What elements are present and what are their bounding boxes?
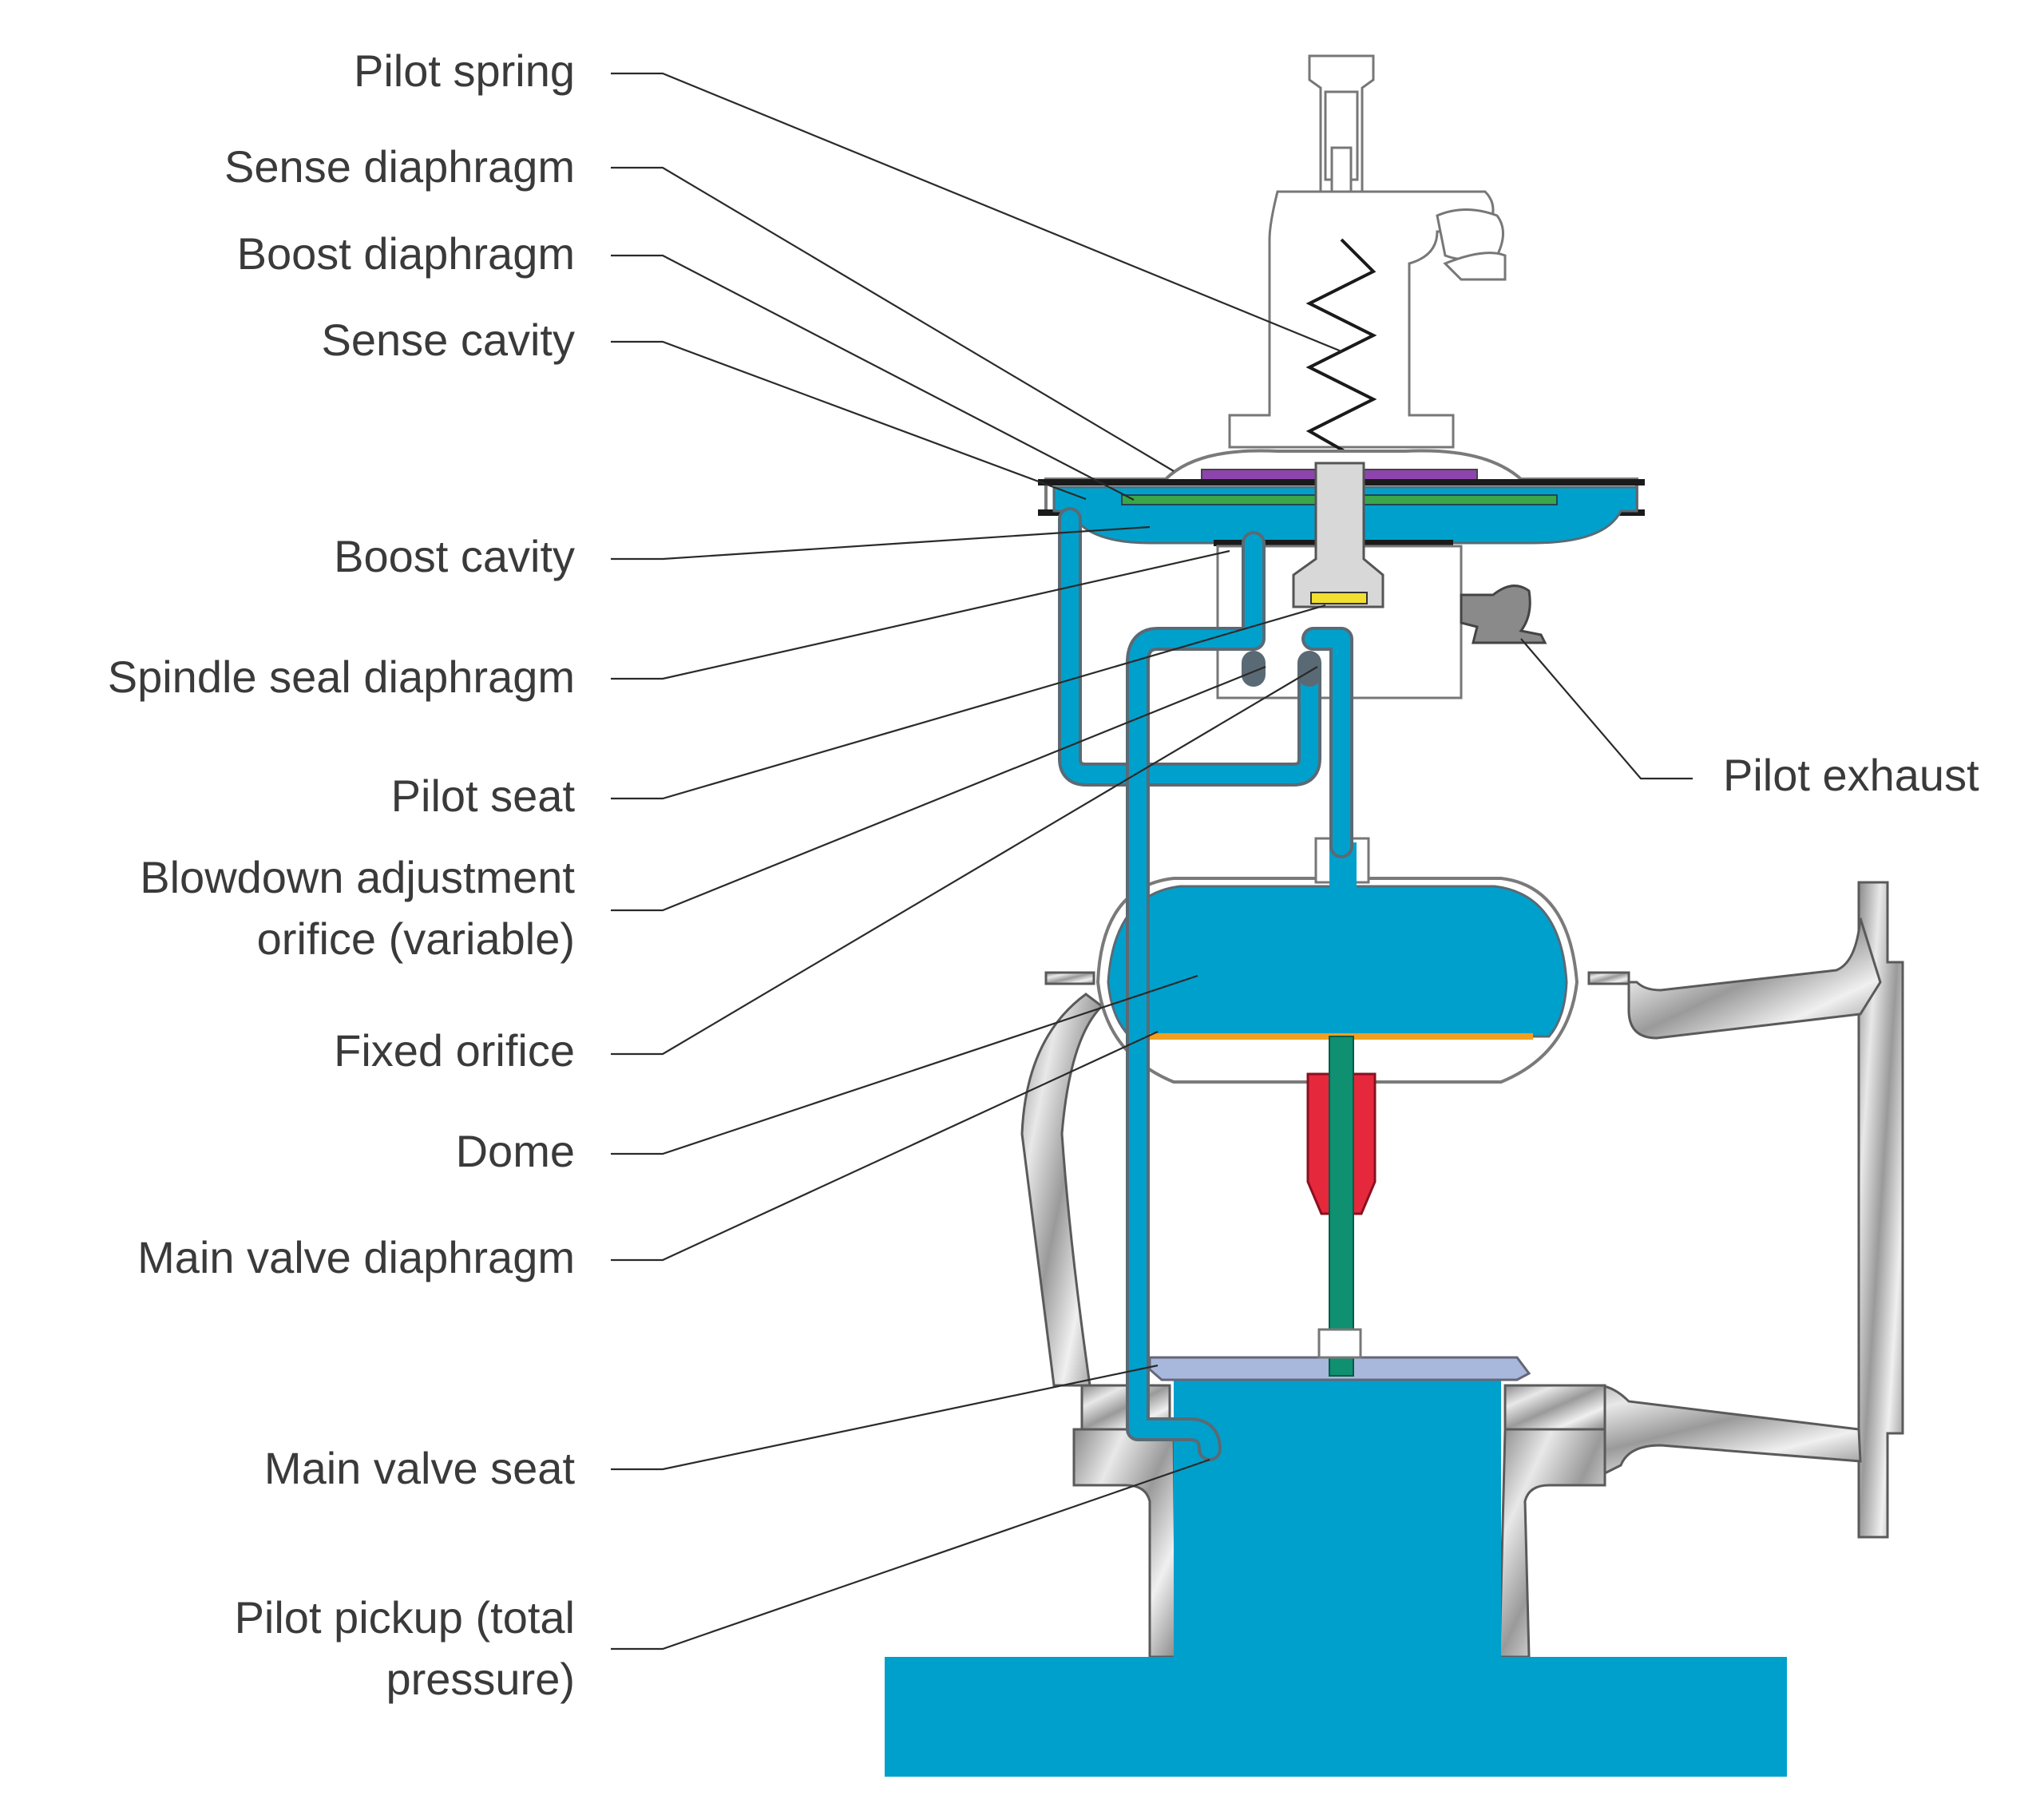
label-blowdown-line2: orifice (variable) (257, 913, 575, 964)
leader-lines (611, 72, 1693, 1651)
label-main-valve-seat: Main valve seat (264, 1443, 576, 1493)
dome-fluid (1107, 885, 1568, 1038)
label-pilot-pickup-line1: Pilot pickup (total (235, 1592, 575, 1643)
label-fixed-orifice: Fixed orifice (334, 1025, 575, 1076)
label-pilot-pickup-line2: pressure) (386, 1654, 575, 1704)
inlet-pipe (885, 1657, 1787, 1777)
label-spindle-seal-diaphragm: Spindle seal diaphragm (108, 652, 575, 702)
label-pilot-seat: Pilot seat (391, 771, 576, 821)
pilot-body (1038, 54, 1645, 699)
pilot-seat (1310, 592, 1368, 604)
label-sense-cavity: Sense cavity (322, 315, 576, 365)
label-sense-diaphragm: Sense diaphragm (224, 141, 575, 192)
main-valve-spindle (1329, 1036, 1354, 1377)
label-dome: Dome (456, 1126, 575, 1176)
callout-labels: Pilot spring Sense diaphragm Boost diaph… (108, 46, 576, 1704)
label-pilot-spring: Pilot spring (354, 46, 575, 96)
label-boost-diaphragm: Boost diaphragm (237, 228, 575, 279)
label-pilot-exhaust: Pilot exhaust (1723, 750, 1979, 800)
label-blowdown-line1: Blowdown adjustment (140, 852, 575, 902)
pilot-tubing (1058, 507, 1353, 1461)
label-main-valve-diaphragm: Main valve diaphragm (137, 1232, 575, 1282)
nozzle (1174, 1377, 1501, 1661)
label-boost-cavity: Boost cavity (334, 531, 575, 581)
